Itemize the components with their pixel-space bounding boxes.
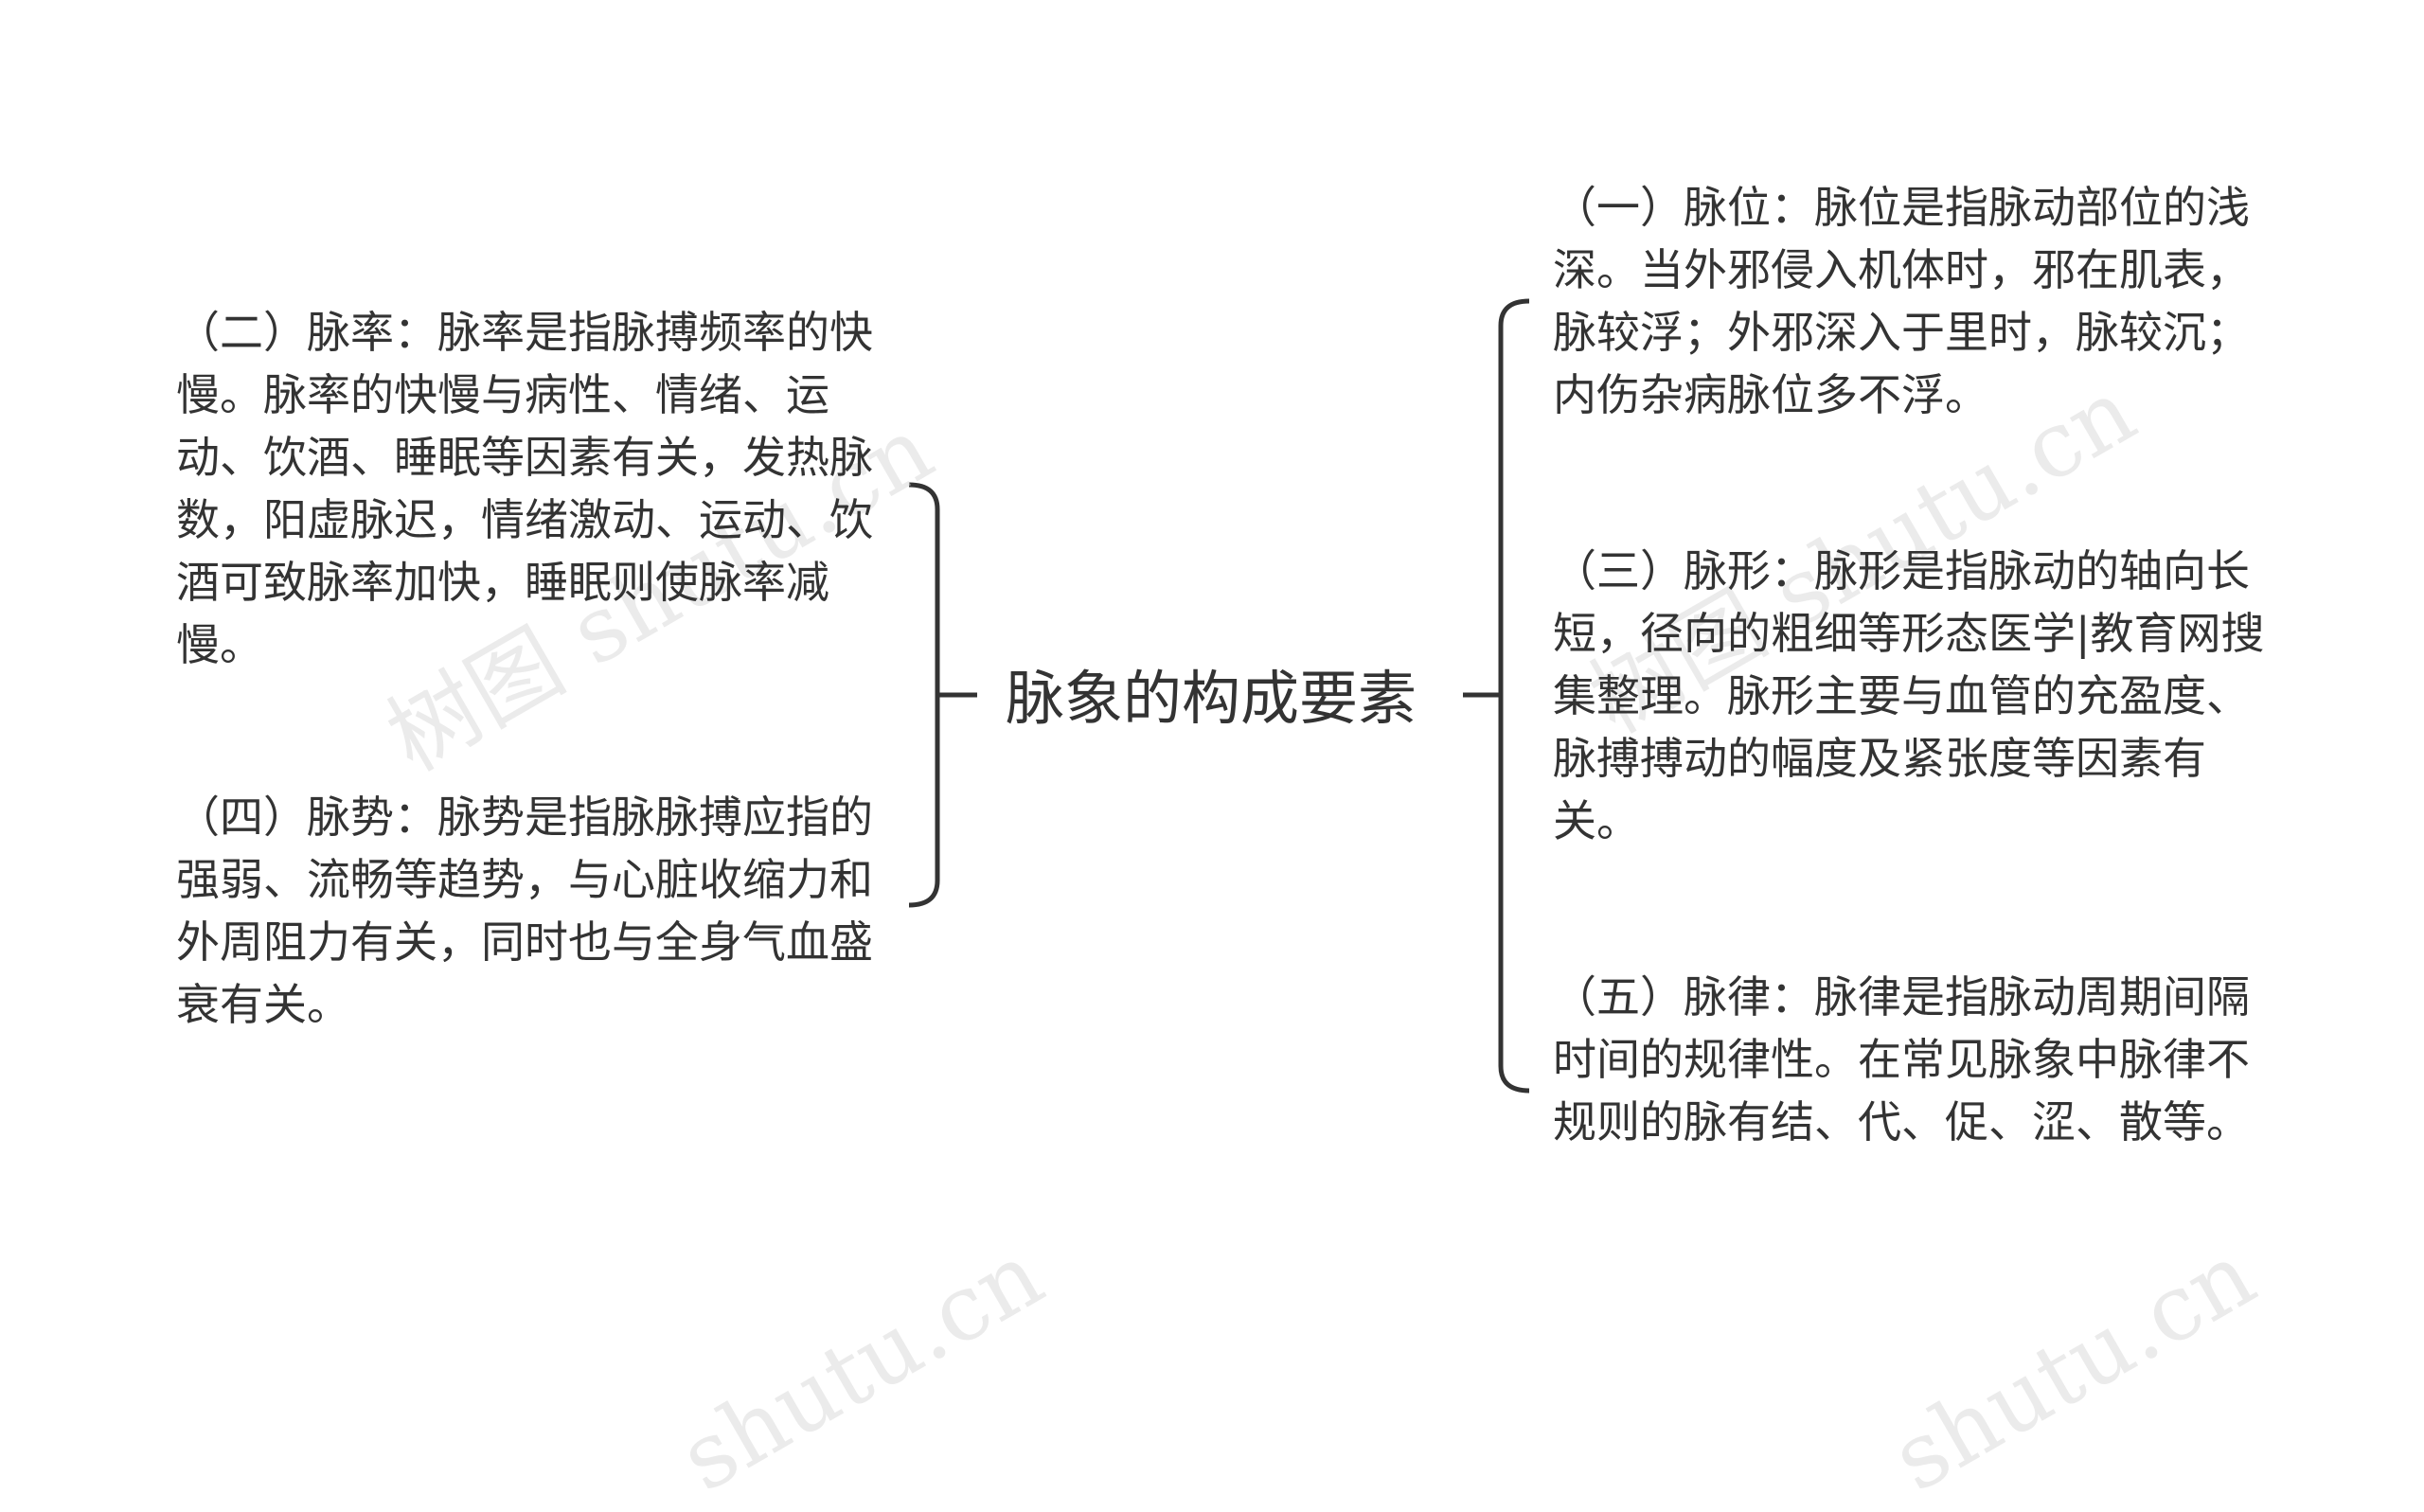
central-topic[interactable]: 脉象的构成要素 <box>1006 664 1417 733</box>
connector-lines <box>908 298 1530 1094</box>
right-bracket <box>1498 298 1530 1094</box>
topic-pulse-rate[interactable]: （二）脉率：脉率是指脉搏频率的快慢。脉率的快慢与病性、情绪、运动、饮酒、睡眠等因… <box>176 307 873 670</box>
topic-pulse-force[interactable]: （四）脉势：脉势是指脉脉搏应指的强弱、流畅等趋势，与心脏收缩力和外周阻力有关，同… <box>176 792 873 1030</box>
topic-pulse-position[interactable]: （一）脉位：脉位是指脉动部位的浅深。当外邪侵入机体时，邪在肌表，脉较浮；外邪深入… <box>1553 182 2250 420</box>
topic-pulse-shape[interactable]: （三）脉形：脉形是指脉动的轴向长短，径向的粗细等形态医学|教育网搜集整理。脉形主… <box>1553 545 2265 846</box>
topic-pulse-rhythm[interactable]: （五）脉律：脉律是指脉动周期间隔时间的规律性。在常见脉象中脉律不规则的脉有结、代… <box>1553 971 2250 1147</box>
left-bracket <box>908 482 940 908</box>
